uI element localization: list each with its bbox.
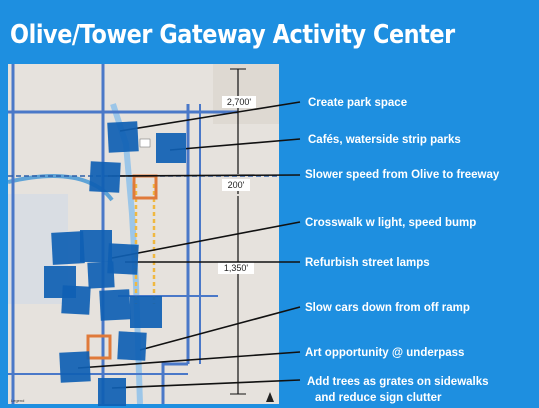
callout-slower-speed: Slower speed from Olive to freeway [305, 169, 500, 181]
road-south [161, 362, 188, 404]
map-marker [107, 243, 139, 275]
dimension-label-200: 200' [228, 180, 245, 190]
dimension-label-1350: 1,350' [224, 263, 249, 273]
map-detail [139, 138, 151, 148]
map-marker [59, 351, 91, 383]
callout-labels: Create park space Cafés, waterside strip… [305, 97, 500, 404]
dimension-label-2700: 2,700' [227, 97, 252, 107]
leader-line [111, 379, 301, 389]
map-marker [80, 230, 112, 262]
leader-lines [77, 101, 301, 389]
leader-line [107, 174, 301, 177]
callout-reduce-sign-clutter: and reduce sign clutter [315, 392, 442, 404]
callout-crosswalk: Crosswalk w light, speed bump [305, 217, 476, 229]
callout-art-underpass: Art opportunity @ underpass [305, 347, 464, 359]
leader-line [119, 101, 301, 132]
leader-line [77, 351, 301, 369]
map-marker [87, 261, 115, 289]
dimension-label-bg [222, 96, 256, 108]
leader-line [111, 221, 301, 259]
callout-slow-cars: Slow cars down from off ramp [305, 302, 470, 314]
map-marker [156, 133, 186, 163]
map-marker [107, 121, 139, 153]
callout-street-lamps: Refurbish street lamps [305, 257, 430, 269]
dimension-label-bg [222, 179, 250, 191]
callout-cafes-strip-parks: Cafés, waterside strip parks [308, 134, 461, 146]
map-marker [51, 231, 85, 265]
leader-line [169, 138, 301, 151]
map-marker [61, 285, 91, 315]
map-marker [130, 296, 162, 328]
dimension-label-bg [218, 262, 254, 274]
waterway [8, 173, 114, 202]
slide-title: Olive/Tower Gateway Activity Center [10, 20, 455, 50]
map-marker [99, 289, 131, 321]
callout-add-trees: Add trees as grates on sidewalks [307, 376, 489, 388]
map-legend-label: Legend [11, 398, 24, 403]
callout-create-park-space: Create park space [308, 97, 407, 109]
map-marker [117, 331, 147, 361]
offramp-highlight [86, 334, 112, 360]
north-arrow-icon [266, 392, 274, 402]
leader-line [139, 306, 301, 351]
map-marker [89, 161, 121, 193]
markers [44, 121, 186, 406]
map-marker [98, 378, 126, 406]
